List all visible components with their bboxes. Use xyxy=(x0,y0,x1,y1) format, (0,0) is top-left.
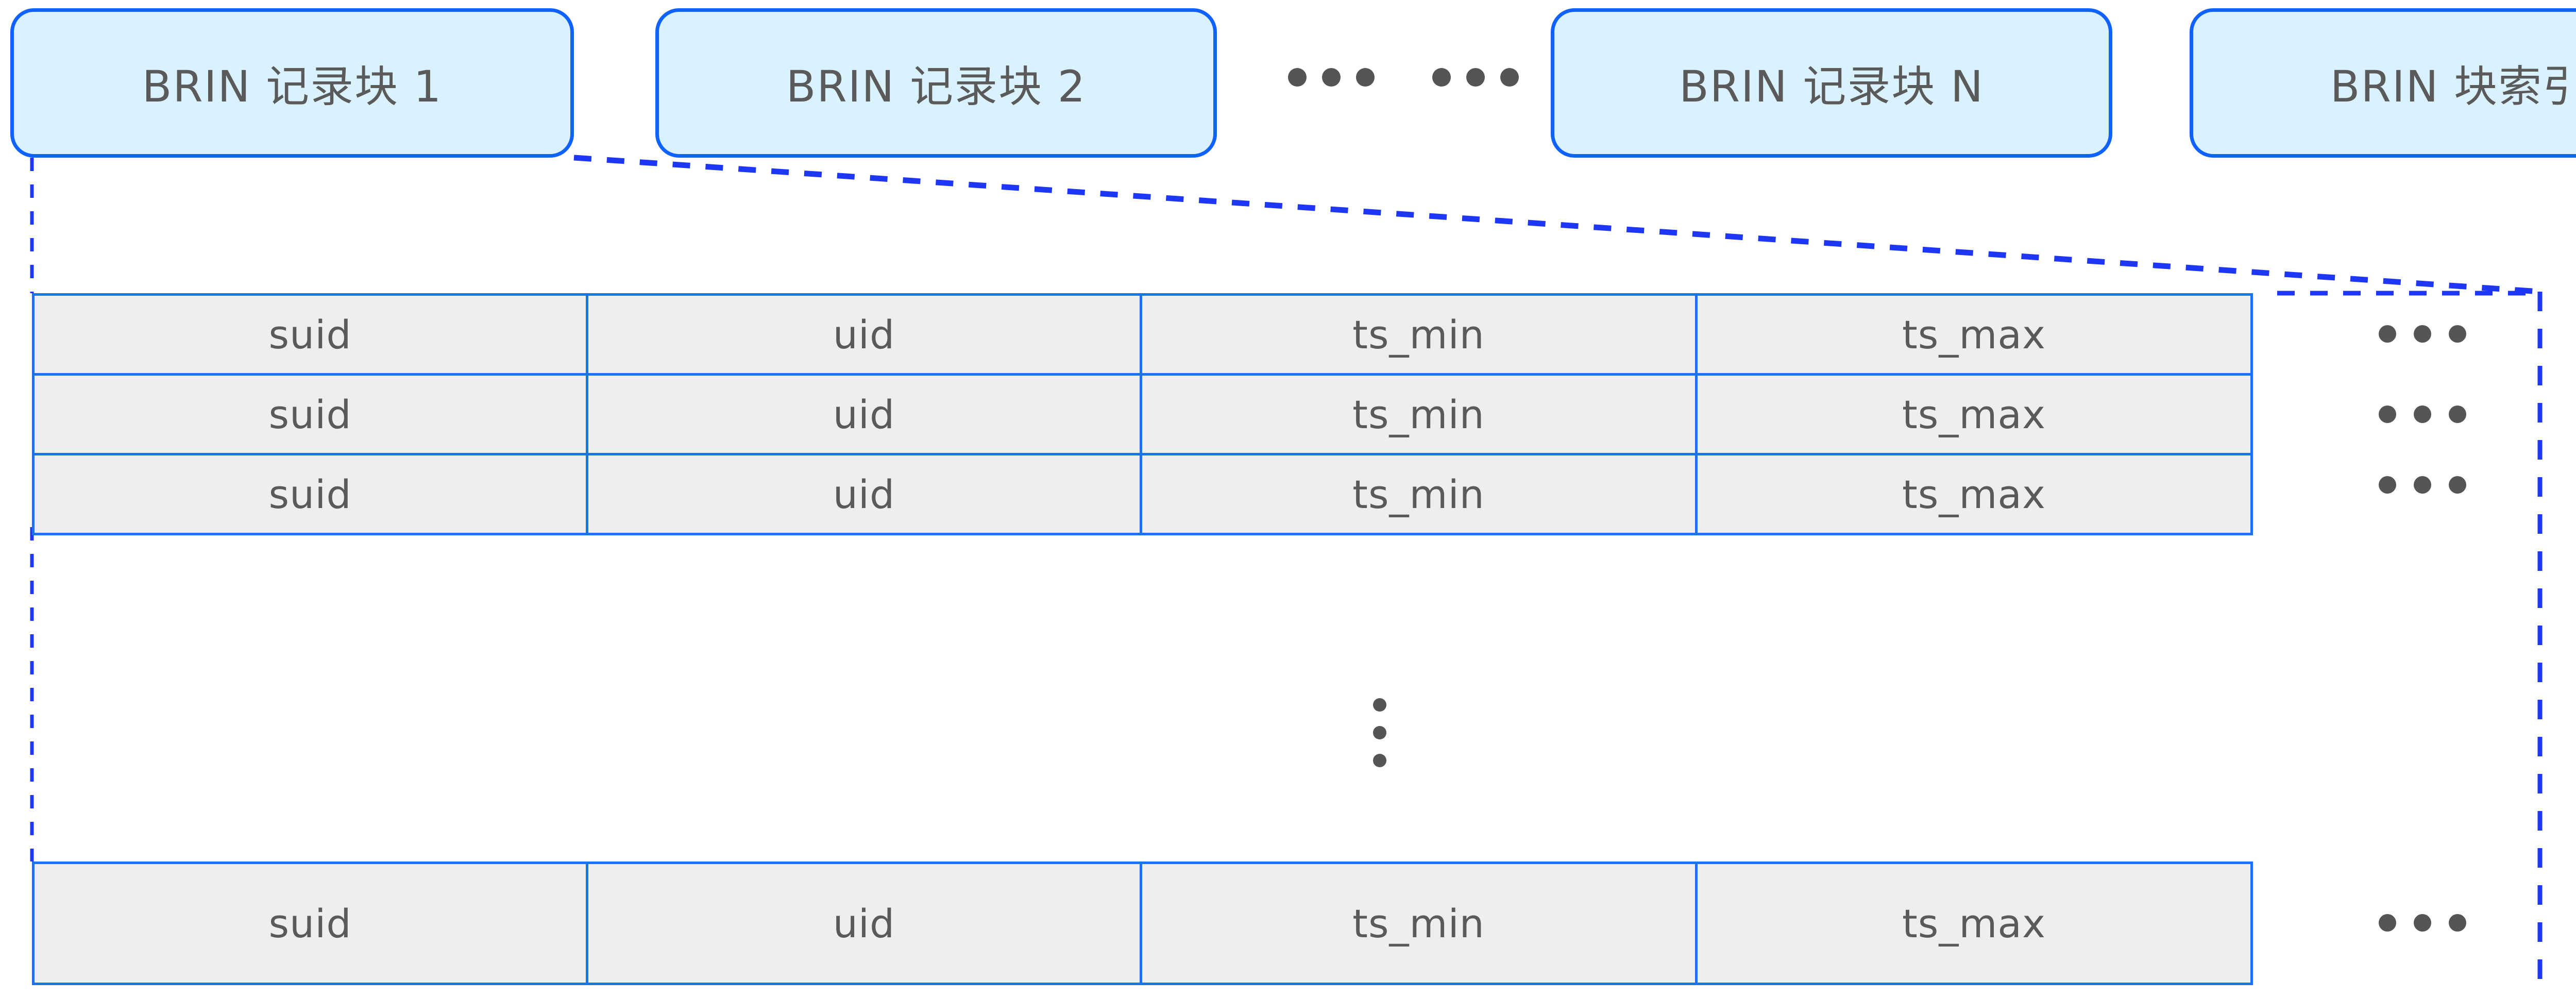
ellipsis-dot xyxy=(1356,68,1375,87)
ellipsis-dot xyxy=(2379,476,2396,494)
ellipsis-dot xyxy=(1373,698,1386,712)
brin-record-block-1[interactable]: BRIN 记录块 1 xyxy=(10,8,574,158)
ellipsis-dot xyxy=(2449,325,2466,343)
brin-record-block-2-label: BRIN 记录块 2 xyxy=(786,61,1087,112)
ellipsis-dot xyxy=(1373,754,1386,767)
ellipsis-dot xyxy=(2449,476,2466,494)
cell-suid: suid xyxy=(32,453,588,535)
cell-uid: uid xyxy=(586,861,1142,985)
brin-record-block-n-label: BRIN 记录块 N xyxy=(1679,61,1984,112)
row-trailing-ellipsis-icon xyxy=(2379,405,2466,423)
table-row[interactable]: suid uid ts_min ts_max xyxy=(32,373,2253,455)
brin-record-block-2[interactable]: BRIN 记录块 2 xyxy=(655,8,1217,158)
ellipsis-dot xyxy=(1322,68,1341,87)
vertical-ellipsis-icon xyxy=(1373,698,1386,767)
cell-ts-max: ts_max xyxy=(1695,373,2253,455)
ellipsis-dot xyxy=(2414,914,2431,932)
brin-record-block-1-label: BRIN 记录块 1 xyxy=(142,61,443,112)
cell-ts-min: ts_min xyxy=(1140,373,1698,455)
row-trailing-ellipsis-icon xyxy=(2379,914,2466,932)
cell-suid: suid xyxy=(32,373,588,455)
brin-block-index-label: BRIN 块索引 xyxy=(2330,61,2576,112)
brin-block-index[interactable]: BRIN 块索引 xyxy=(2190,8,2576,158)
cell-suid: suid xyxy=(32,861,588,985)
cell-ts-min: ts_min xyxy=(1140,293,1698,376)
ellipsis-dot xyxy=(1288,68,1307,87)
row-trailing-ellipsis-icon xyxy=(2379,476,2466,494)
cell-suid: suid xyxy=(32,293,588,376)
ellipsis-gap xyxy=(1390,77,1417,78)
ellipsis-dot xyxy=(1500,68,1519,87)
dashed-diagonal xyxy=(573,155,2540,295)
ellipsis-dot xyxy=(2379,914,2396,932)
cell-uid: uid xyxy=(586,373,1142,455)
ellipsis-dot xyxy=(2414,405,2431,423)
cell-ts-max: ts_max xyxy=(1695,861,2253,985)
top-ellipsis-icon xyxy=(1288,68,1519,87)
cell-ts-max: ts_max xyxy=(1695,453,2253,535)
table-row[interactable]: suid uid ts_min ts_max xyxy=(32,453,2253,535)
cell-uid: uid xyxy=(586,453,1142,535)
ellipsis-dot xyxy=(2379,325,2396,343)
cell-uid: uid xyxy=(586,293,1142,376)
cell-ts-max: ts_max xyxy=(1695,293,2253,376)
table-row[interactable]: suid uid ts_min ts_max xyxy=(32,861,2253,985)
ellipsis-dot xyxy=(1432,68,1451,87)
ellipsis-dot xyxy=(2379,405,2396,423)
ellipsis-dot xyxy=(1466,68,1485,87)
ellipsis-dot xyxy=(1373,726,1386,739)
table-row[interactable]: suid uid ts_min ts_max xyxy=(32,293,2253,376)
ellipsis-dot xyxy=(2414,476,2431,494)
row-trailing-ellipsis-icon xyxy=(2379,325,2466,343)
cell-ts-min: ts_min xyxy=(1140,453,1698,535)
ellipsis-dot xyxy=(2414,325,2431,343)
cell-ts-min: ts_min xyxy=(1140,861,1698,985)
ellipsis-dot xyxy=(2449,914,2466,932)
brin-record-block-n[interactable]: BRIN 记录块 N xyxy=(1551,8,2112,158)
ellipsis-dot xyxy=(2449,405,2466,423)
